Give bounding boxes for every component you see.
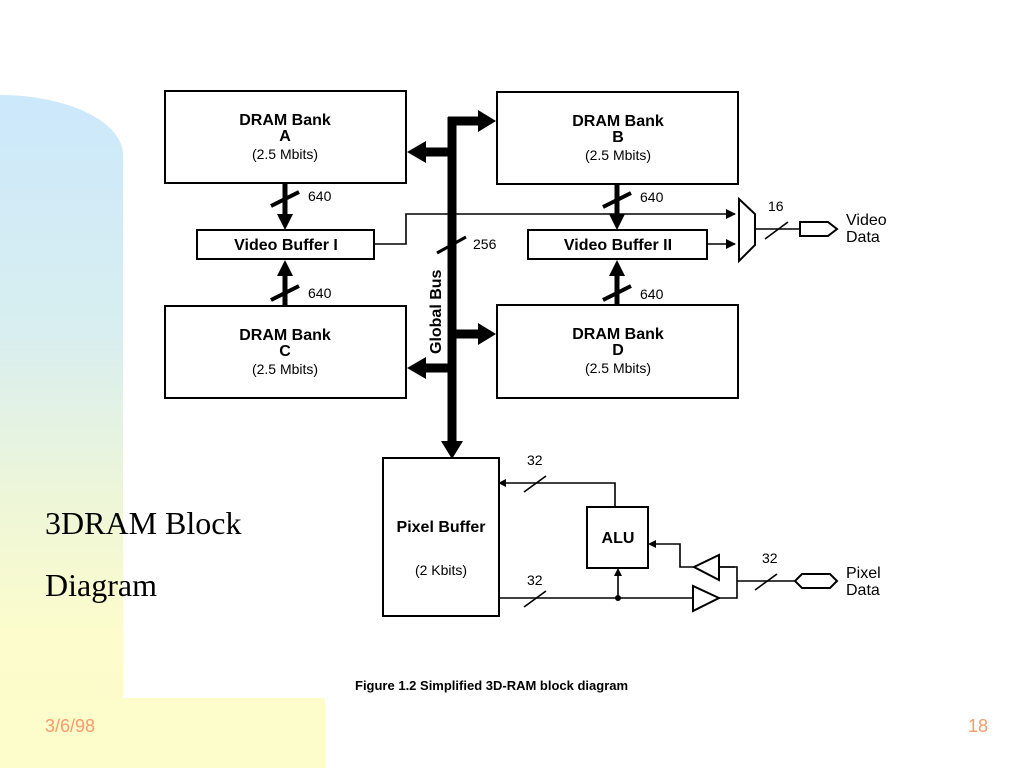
bank-a-to-vb1-link: 640 [270, 183, 332, 230]
pixel-data-link: 32 Pixel Data [719, 550, 881, 599]
bank-b-width: 640 [640, 189, 664, 205]
sidebar-gradient-background [0, 95, 123, 768]
alu-to-pixel-buffer-link: 32 [498, 452, 616, 507]
video-out-width: 16 [768, 198, 784, 214]
slide-title: 3DRAM Block Diagram [45, 492, 241, 616]
bank-c-letter: C [279, 343, 291, 360]
dram-bank-d: DRAM Bank D (2.5 Mbits) [496, 304, 739, 399]
bank-b-to-vb2-link: 640 [602, 184, 664, 230]
video-output-link: 16 Video Data [755, 198, 887, 246]
pixel-buffer-size: (2 Kbits) [415, 562, 467, 578]
video-data-label-1: Video [846, 212, 887, 229]
bank-c-name: DRAM Bank [239, 327, 331, 344]
bank-c-size: (2.5 Mbits) [252, 361, 318, 377]
video-buffer-1: Video Buffer I [196, 229, 375, 260]
bank-d-name: DRAM Bank [572, 326, 664, 343]
bank-d-width: 640 [640, 286, 664, 302]
alu: ALU [586, 506, 649, 569]
global-bus-width: 256 [473, 236, 497, 252]
footer-date: 3/6/98 [45, 716, 96, 736]
alu-label: ALU [602, 530, 635, 547]
bank-a-width: 640 [308, 188, 332, 204]
global-bus-label: Global Bus [428, 269, 445, 354]
figure-caption: Figure 1.2 Simplified 3D-RAM block diagr… [355, 678, 628, 693]
slide-title-line-1: 3DRAM Block [45, 505, 242, 541]
slide-title-line-2: Diagram [45, 567, 157, 603]
bank-d-to-vb2-link: 640 [602, 260, 664, 305]
pixel-data-port-icon [793, 573, 839, 589]
pixel-buffer-name: Pixel Buffer [397, 519, 486, 536]
bank-a-size: (2.5 Mbits) [252, 146, 318, 162]
bank-c-width: 640 [308, 285, 332, 301]
bank-a-letter: A [279, 128, 291, 145]
bank-a-name: DRAM Bank [239, 112, 331, 129]
bank-b-size: (2.5 Mbits) [585, 147, 651, 163]
bank-d-letter: D [612, 342, 624, 359]
pixel-data-width: 32 [762, 550, 778, 566]
alu-to-pixel-width: 32 [527, 452, 543, 468]
bank-b-name: DRAM Bank [572, 113, 664, 130]
bank-b-letter: B [612, 129, 624, 146]
video-data-label-2: Data [846, 229, 880, 246]
video-buffer-2: Video Buffer II [527, 229, 708, 260]
video-buffer-1-label: Video Buffer I [234, 237, 338, 254]
pixel-buffer: Pixel Buffer (2 Kbits) [382, 457, 500, 617]
video-data-port-icon [799, 221, 839, 237]
video-mux [738, 196, 756, 264]
footer-background [0, 698, 325, 768]
bank-d-size: (2.5 Mbits) [585, 360, 651, 376]
pixel-data-label-1: Pixel [846, 565, 881, 582]
dram-bank-b: DRAM Bank B (2.5 Mbits) [496, 91, 739, 185]
pixel-buffer-to-alu-link: 32 [499, 568, 693, 608]
pixel-to-alu-width: 32 [527, 572, 543, 588]
input-driver [648, 540, 735, 582]
global-bus: 256 Global Bus [407, 110, 497, 459]
dram-bank-a: DRAM Bank A (2.5 Mbits) [164, 90, 407, 184]
vb1-to-mux-link [374, 209, 736, 245]
video-buffer-2-label: Video Buffer II [564, 237, 672, 254]
dram-bank-c: DRAM Bank C (2.5 Mbits) [164, 305, 407, 399]
output-driver [692, 584, 722, 613]
footer-page-number: 18 [967, 716, 988, 736]
bank-c-to-vb1-link: 640 [270, 260, 332, 306]
pixel-data-label-2: Data [846, 582, 880, 599]
